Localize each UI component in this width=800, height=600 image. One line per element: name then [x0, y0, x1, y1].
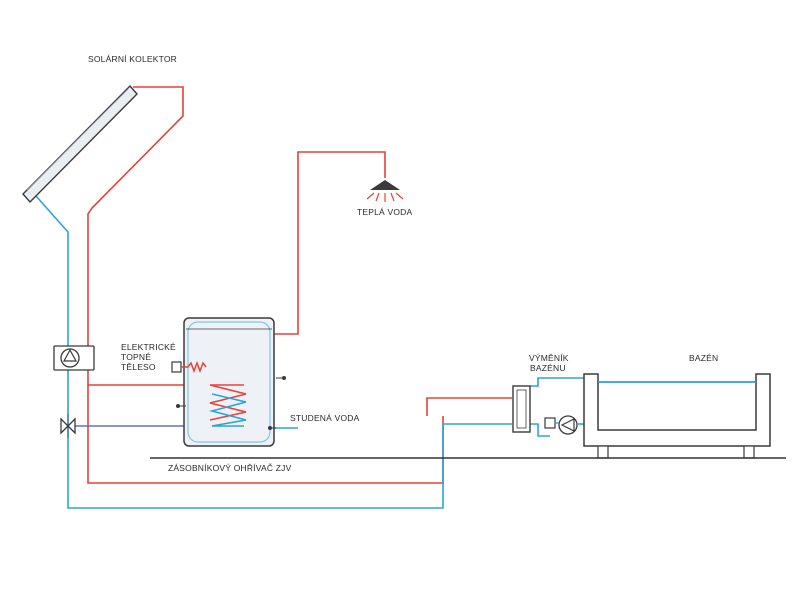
circulation-pump-icon [53, 345, 95, 371]
label-hot-water: TEPLÁ VODA [357, 207, 413, 217]
pool-filter-icon [544, 417, 556, 429]
pool [583, 373, 771, 459]
label-electric-heater-3: TĚLESO [121, 362, 156, 372]
storage-tank-body [183, 317, 275, 447]
hot-pipe-shower [274, 151, 386, 335]
label-solar-collector: SOLÁRNÍ KOLEKTOR [88, 54, 177, 64]
cold-pipe-collector-feed [35, 195, 512, 509]
electric-heater-icon [171, 360, 207, 374]
hot-pipe-collector-return [87, 86, 444, 484]
label-pool-exchanger-1: VÝMĚNÍK [529, 353, 569, 363]
three-way-valve-icon [60, 414, 76, 438]
cold-pipe-pool-circuit-bottom [530, 423, 550, 437]
pool-heat-exchanger [512, 385, 531, 433]
label-pool: BAZÉN [689, 353, 718, 363]
pool-basin [583, 373, 771, 447]
shower-head-icon [366, 180, 404, 202]
solar-collector-panel [22, 84, 138, 204]
solar-collector [22, 84, 138, 204]
label-cold-water: STUDENÁ VODA [290, 413, 360, 423]
storage-tank [176, 317, 286, 447]
label-electric-heater-2: TOPNÉ [121, 352, 151, 362]
label-electric-heater-1: ELEKTRICKÉ [121, 342, 176, 352]
hot-pipe-pool-exchanger [426, 397, 512, 416]
label-pool-exchanger-2: BAZÉNU [530, 363, 566, 373]
pool-pump-icon [558, 415, 578, 435]
label-storage-heater: ZÁSOBNÍKOVÝ OHŘÍVAČ ZJV [168, 463, 292, 473]
